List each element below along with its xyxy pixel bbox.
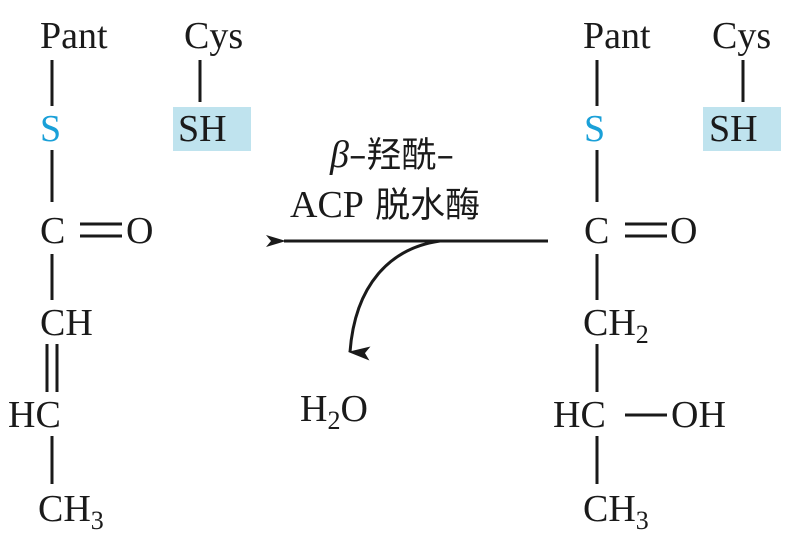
enzyme-label-line2: ACP 脱水酶 [290,186,480,224]
product-hc-group: HC [8,394,61,436]
enzyme-beta-symbol: β [330,134,349,176]
product-sulfur-atom: S [40,108,62,150]
enzyme-line2-text: 脱水酶 [375,186,481,226]
product-methyl-group: CH3 [38,488,104,534]
product-methyl-ch: CH [38,488,91,530]
product-cys-label: Cys [184,15,244,57]
substrate-methyl-group: CH3 [583,488,649,534]
substrate-sulfur-atom: S [584,108,606,150]
product-sh-group: SH [178,108,227,150]
substrate-methyl-ch: CH [583,488,636,530]
substrate-carbonyl-carbon: C [584,210,610,252]
substrate-methylene-group: CH2 [583,302,649,348]
substrate-methylene-ch: CH [583,302,636,344]
product-carbonyl-carbon: C [40,210,66,252]
product-methyl-subscript: 3 [90,506,104,535]
substrate-cys-label: Cys [712,15,772,57]
water-h: H [300,388,328,430]
substrate-methyl-subscript: 3 [635,506,649,535]
substrate-sh-group: SH [709,108,758,150]
substrate-carbonyl-oxygen: O [670,210,698,252]
substrate-hc-group: HC [553,394,606,436]
product-pant-label: Pant [40,15,108,57]
substrate-hydroxyl-group: OH [671,394,726,436]
substrate-methylene-subscript: 2 [635,320,649,349]
product-carbonyl-oxygen: O [126,210,154,252]
water-byproduct: H2O [300,388,368,434]
enzyme-acp-text: ACP [290,184,364,226]
product-sh-highlight [173,107,251,151]
product-ch-group: CH [40,302,93,344]
enzyme-label-line1: β–羟酰– [330,136,454,174]
water-subscript: 2 [327,406,341,435]
enzyme-line1-text: –羟酰– [348,136,454,176]
water-o: O [340,388,368,430]
substrate-sh-highlight [703,107,781,151]
water-curved-arrow [348,239,441,361]
substrate-pant-label: Pant [583,15,651,57]
